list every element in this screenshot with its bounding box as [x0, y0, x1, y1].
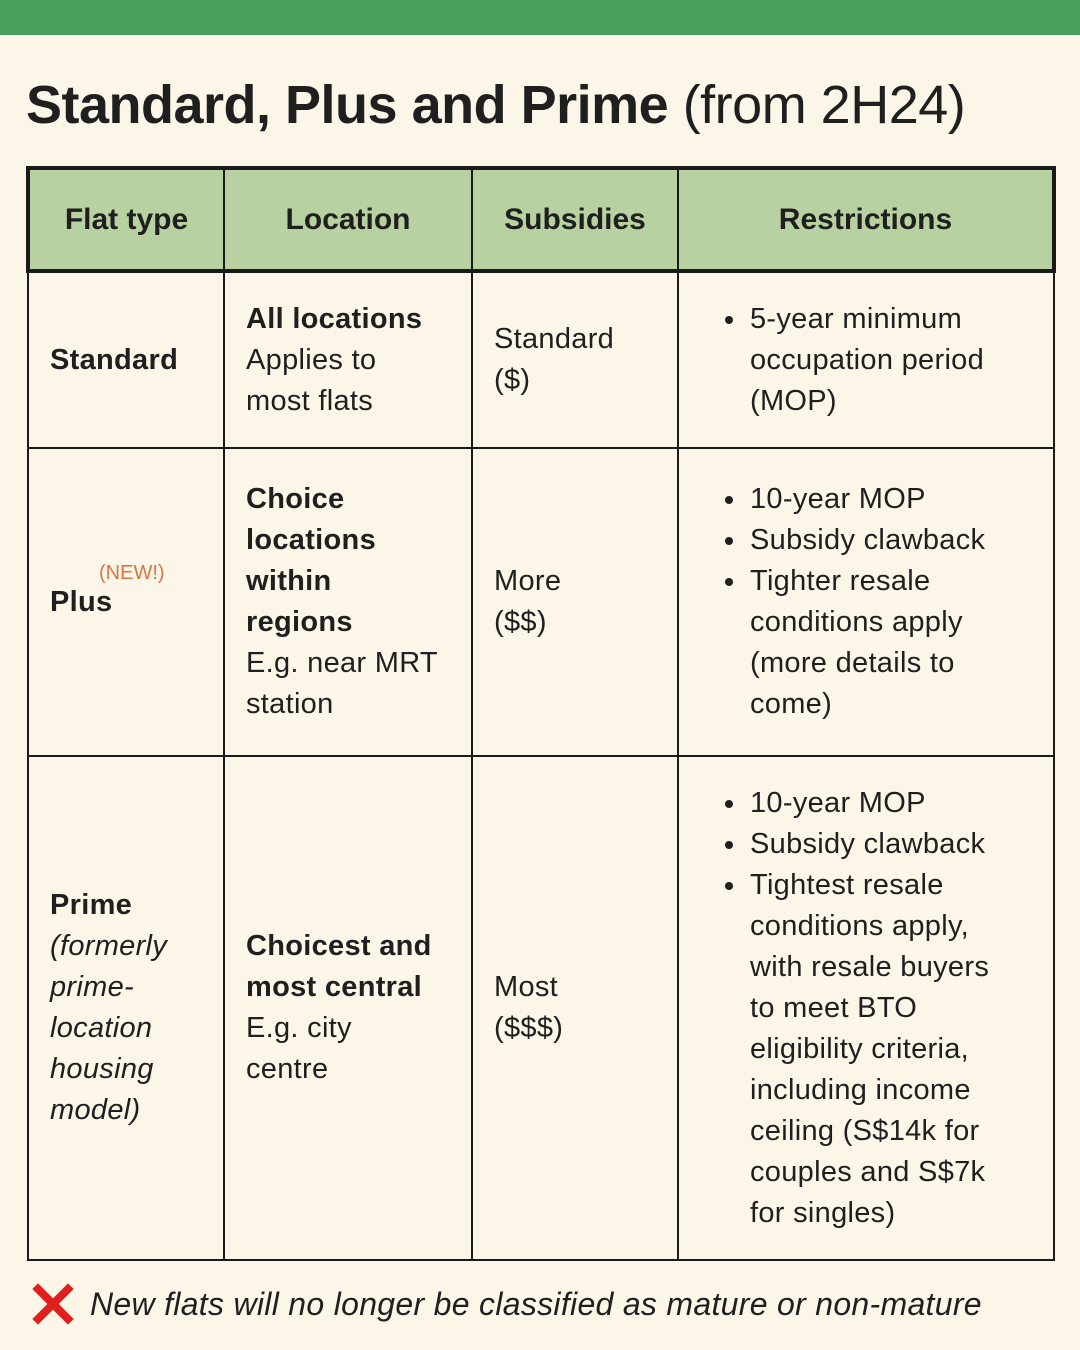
restriction-line: Subsidy clawback	[750, 827, 986, 860]
restriction-line: come)	[750, 688, 833, 720]
title-period: (from 2H24)	[682, 75, 966, 135]
subsidy-symbol: ($$)	[494, 606, 547, 638]
cell-subsidies: Most ($$$)	[471, 755, 679, 1261]
cell-restrictions: 5-year minimum occupation period (MOP)	[677, 270, 1055, 449]
restrictions-list: 10-year MOP Subsidy clawback Tighter res…	[723, 479, 1043, 725]
new-badge: (NEW!)	[99, 561, 165, 584]
restrictions-list: 5-year minimum occupation period (MOP)	[723, 299, 1043, 422]
table-row-standard: Standard All locations Applies to most f…	[27, 270, 1055, 449]
table-row-plus: Plus(NEW!) Choice locations within regio…	[27, 447, 1055, 757]
location-line: most flats	[246, 384, 374, 417]
flat-type-name: Prime	[50, 889, 133, 921]
restriction-line: 10-year MOP	[750, 483, 926, 515]
restriction-line: (more details to	[750, 647, 955, 679]
table-row-prime: Prime (formerly prime- location housing …	[27, 755, 1055, 1261]
cell-flat-type: Standard	[27, 270, 225, 449]
cell-location: Choice locations within regions E.g. nea…	[223, 447, 473, 757]
location-bold-line: Choice	[246, 483, 345, 515]
cell-location: Choicest and most central E.g. city cent…	[223, 755, 473, 1261]
flat-type-note: model)	[50, 1094, 141, 1126]
location-line: station	[246, 688, 334, 720]
restriction-line: 10-year MOP	[750, 786, 926, 819]
location-bold-line: locations	[246, 524, 376, 556]
restriction-line: conditions apply	[750, 606, 963, 638]
flat-type-plus: Plus(NEW!)	[50, 562, 165, 623]
restriction-line: couples and S$7k	[750, 1155, 986, 1188]
location-line: centre	[246, 1053, 329, 1085]
location-line: Applies to	[246, 343, 377, 376]
restriction-line: Subsidy clawback	[750, 524, 986, 556]
location-bold-line: regions	[246, 606, 353, 638]
cell-location: All locations Applies to most flats	[223, 270, 473, 449]
header-subsidies: Subsidies	[471, 166, 679, 273]
restriction-line: to meet BTO	[750, 991, 918, 1024]
subsidy-level: Most	[494, 971, 559, 1003]
subsidy-symbol: ($)	[494, 364, 531, 396]
title-main: Standard, Plus and Prime	[26, 75, 669, 135]
header-flat-type: Flat type	[26, 166, 225, 273]
restriction-line: with resale buyers	[750, 950, 990, 983]
restriction-line: ceiling (S$14k for	[750, 1114, 980, 1147]
location-bold-line: within	[246, 565, 332, 597]
flat-type-note: (formerly	[50, 930, 168, 962]
header-restrictions: Restrictions	[677, 166, 1056, 273]
header-location: Location	[223, 166, 473, 273]
cross-icon	[32, 1283, 74, 1325]
flat-type-note: location	[50, 1012, 153, 1044]
subsidy-level: More	[494, 565, 562, 597]
flat-type-name: Plus	[50, 585, 113, 618]
location-bold-line: Choicest and	[246, 930, 432, 962]
restriction-line: (MOP)	[750, 384, 837, 417]
location-bold-line: All locations	[246, 302, 423, 335]
restriction-line: eligibility criteria,	[750, 1032, 970, 1065]
top-accent-bar	[0, 0, 1080, 35]
page-title: Standard, Plus and Prime (from 2H24)	[26, 72, 966, 138]
location-line: E.g. city	[246, 1012, 352, 1044]
subsidy-level: Standard	[494, 323, 615, 355]
cell-restrictions: 10-year MOP Subsidy clawback Tighter res…	[677, 447, 1055, 757]
cell-flat-type: Prime (formerly prime- location housing …	[27, 755, 225, 1261]
flat-type-note: housing	[50, 1053, 154, 1085]
restriction-item: 5-year minimum occupation period (MOP)	[723, 299, 1043, 422]
cell-subsidies: Standard ($)	[471, 270, 679, 449]
restriction-item: Subsidy clawback	[723, 520, 1043, 561]
flat-types-table: Flat type Location Subsidies Restriction…	[26, 166, 1056, 1261]
restriction-line: conditions apply,	[750, 909, 969, 942]
restriction-item: Tighter resale conditions apply (more de…	[723, 561, 1043, 725]
restriction-item: Tightest resale conditions apply, with r…	[723, 865, 1043, 1234]
restriction-line: 5-year minimum	[750, 302, 963, 335]
footer-note: New flats will no longer be classified a…	[32, 1282, 1062, 1326]
restriction-item: Subsidy clawback	[723, 824, 1043, 865]
restriction-line: for singles)	[750, 1196, 896, 1229]
restriction-line: occupation period	[750, 343, 985, 376]
cell-flat-type: Plus(NEW!)	[27, 447, 225, 757]
footer-text: New flats will no longer be classified a…	[90, 1285, 982, 1322]
location-line: E.g. near MRT	[246, 647, 438, 679]
restrictions-list: 10-year MOP Subsidy clawback Tightest re…	[723, 783, 1043, 1234]
flat-type-note: prime-	[50, 971, 134, 1003]
restriction-line: Tighter resale	[750, 565, 931, 597]
table-header-row: Flat type Location Subsidies Restriction…	[26, 166, 1056, 273]
location-bold-line: most central	[246, 971, 423, 1003]
restriction-line: including income	[750, 1073, 971, 1106]
subsidy-symbol: ($$$)	[494, 1012, 564, 1044]
flat-type-name: Standard	[50, 343, 179, 376]
restriction-item: 10-year MOP	[723, 479, 1043, 520]
restriction-line: Tightest resale	[750, 868, 944, 901]
restriction-item: 10-year MOP	[723, 783, 1043, 824]
cell-restrictions: 10-year MOP Subsidy clawback Tightest re…	[677, 755, 1055, 1261]
cell-subsidies: More ($$)	[471, 447, 679, 757]
